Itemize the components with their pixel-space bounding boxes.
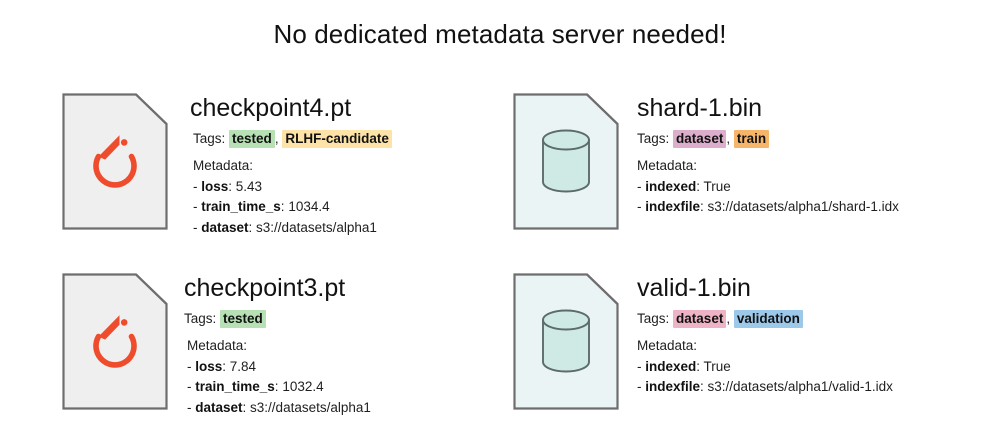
file-name: checkpoint4.pt: [190, 94, 352, 122]
metadata-key: dataset: [195, 399, 243, 415]
tags-label: Tags:: [184, 311, 217, 326]
metadata-label: Metadata:: [637, 158, 698, 174]
tag-separator: ,: [726, 131, 734, 146]
metadata-value: s3://datasets/alpha1: [250, 399, 371, 415]
database-file-icon: [513, 273, 619, 410]
tag-chip[interactable]: RLHF-candidate: [282, 130, 392, 148]
metadata-key: loss: [195, 358, 223, 374]
metadata-key: train_time_s: [201, 199, 281, 215]
metadata-key: loss: [201, 178, 229, 194]
file-name: checkpoint3.pt: [184, 274, 346, 302]
metadata-row: - dataset: s3://datasets/alpha1: [193, 219, 377, 235]
file-name: valid-1.bin: [637, 274, 751, 302]
tags-label: Tags:: [193, 131, 226, 146]
metadata-label: Metadata:: [193, 158, 254, 174]
metadata-row: - indexfile: s3://datasets/alpha1/valid-…: [637, 379, 893, 395]
metadata-key: indexfile: [645, 379, 701, 395]
metadata-value: s3://datasets/alpha1: [256, 219, 377, 235]
metadata-block: Metadata: - loss: 5.43 - train_time_s: 103…: [190, 156, 392, 238]
tags-label: Tags:: [637, 311, 670, 326]
metadata-row: - loss: 5.43: [193, 178, 263, 194]
metadata-block: Metadata: - indexed: True - indexfile: s3:…: [637, 336, 893, 398]
metadata-row: - train_time_s: 1034.4: [193, 199, 330, 215]
metadata-key: train_time_s: [195, 379, 275, 395]
tags-line: Tags: tested: [184, 310, 371, 328]
metadata-block: Metadata: - loss: 7.84 - train_time_s: 103…: [184, 336, 371, 418]
metadata-key: dataset: [201, 219, 249, 235]
metadata-key: indexed: [645, 178, 697, 194]
database-file-icon: [513, 93, 619, 230]
file-name: shard-1.bin: [637, 94, 763, 122]
page-title: No dedicated metadata server needed!: [273, 19, 727, 49]
metadata-row: - indexed: True: [637, 358, 731, 374]
metadata-value: True: [703, 178, 731, 194]
metadata-value: 5.43: [235, 178, 263, 194]
tag-chip[interactable]: tested: [229, 130, 275, 148]
tag-chip[interactable]: validation: [733, 310, 803, 328]
metadata-row: - dataset: s3://datasets/alpha1: [187, 399, 371, 415]
metadata-label: Metadata:: [637, 338, 698, 354]
tag-separator: ,: [726, 311, 734, 326]
metadata-value: True: [703, 358, 731, 374]
metadata-key: indexed: [645, 358, 697, 374]
metadata-row: - train_time_s: 1032.4: [187, 379, 324, 395]
metadata-label: Metadata:: [187, 338, 248, 354]
tag-chip[interactable]: train: [733, 130, 770, 148]
pytorch-file-icon: [62, 273, 168, 410]
metadata-key: indexfile: [645, 199, 701, 215]
tags-line: Tags: dataset, train: [637, 130, 899, 148]
metadata-value: 1032.4: [282, 379, 324, 395]
tags-line: Tags: tested, RLHF-candidate: [190, 130, 392, 148]
pytorch-file-icon: [62, 93, 168, 230]
metadata-row: - loss: 7.84: [187, 358, 257, 374]
metadata-value: s3://datasets/alpha1/shard-1.idx: [707, 199, 899, 215]
tag-chip[interactable]: tested: [220, 310, 266, 328]
tags-label: Tags:: [637, 131, 670, 146]
metadata-block: Metadata: - indexed: True - indexfile: s3:…: [637, 156, 899, 218]
metadata-value: s3://datasets/alpha1/valid-1.idx: [707, 379, 893, 395]
metadata-row: - indexed: True: [637, 178, 731, 194]
tag-separator: ,: [274, 131, 283, 146]
tag-chip[interactable]: dataset: [673, 130, 727, 148]
tags-line: Tags: dataset, validation: [637, 310, 893, 328]
metadata-value: 7.84: [229, 358, 257, 374]
tag-chip[interactable]: dataset: [673, 310, 727, 328]
metadata-row: - indexfile: s3://datasets/alpha1/shard-…: [637, 199, 899, 215]
metadata-value: 1034.4: [288, 199, 330, 215]
